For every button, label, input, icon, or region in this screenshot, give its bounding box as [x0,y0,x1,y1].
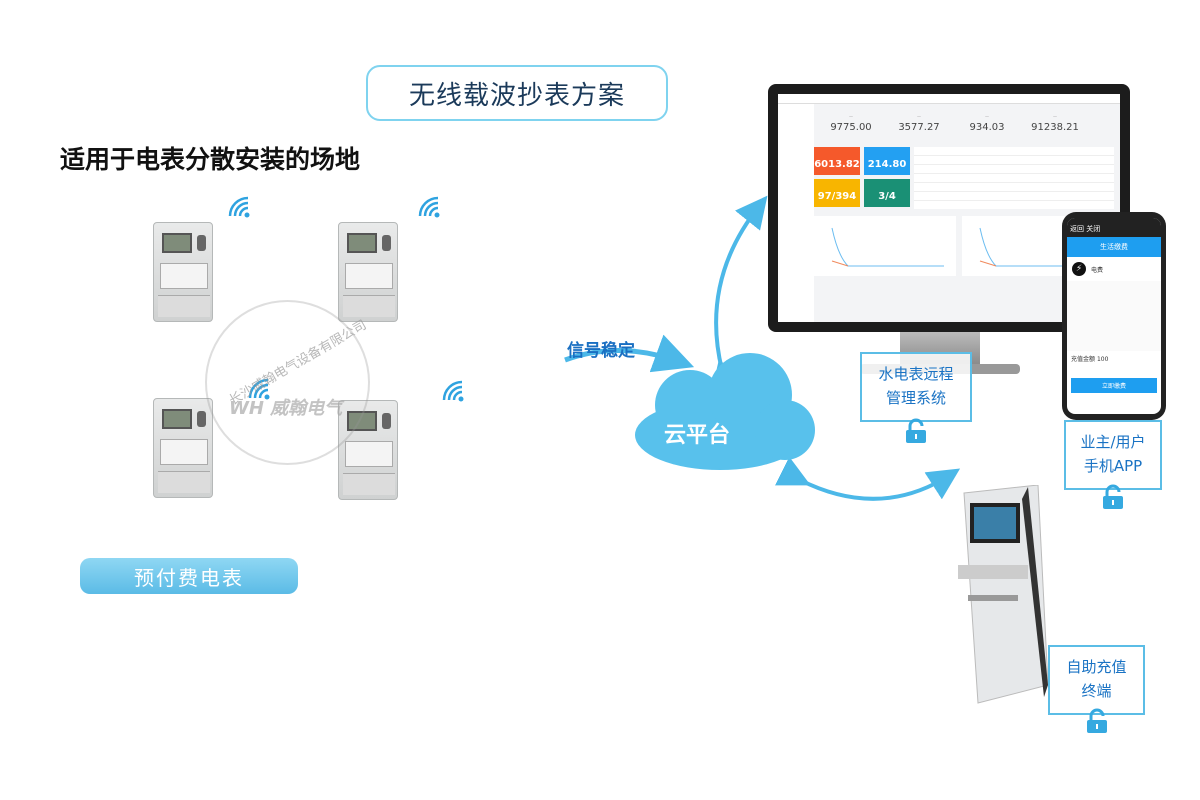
amount-value: 100 [1096,356,1109,363]
management-system-label: 管理系统 [885,389,946,407]
electric-meter [153,398,213,498]
summary-card: 6013.82 [814,147,860,175]
solution-title: 无线载波抄表方案 [366,65,668,121]
lock-icon [906,418,926,443]
signal-stable-label: 信号稳定 [567,341,635,361]
prepaid-meter-label: 预付费电表 [80,558,298,594]
stat-item: —91238.21 [1031,114,1079,133]
stat-item: —934.03 [969,114,1005,133]
lock-icon [1103,484,1123,509]
app-header: 生活缴费 [1067,237,1161,257]
wifi-icon [418,196,440,218]
stat-item: —3577.27 [898,114,940,133]
bill-item: 电费 [1091,266,1104,274]
kiosk-box: 自助充值 终端 [1048,645,1145,715]
lock-icon [1087,708,1107,733]
back-button[interactable]: 返回 [1070,225,1084,233]
management-system-box: 水电表远程 管理系统 [860,352,972,422]
management-system-label: 水电表远程 [878,365,954,383]
mobile-app-label: 业主/用户 [1080,433,1146,451]
cloud-monitor-arrow [711,195,768,394]
self-service-kiosk [948,484,1052,707]
cloud-platform-label: 云平台 [664,423,731,448]
electric-meter [338,222,398,322]
wifi-icon [442,380,464,402]
signal-arrow [564,334,695,373]
mobile-phone: 返回 关闭 生活缴费 ⚡ 电费 充值金额 100 立即缴费 [1062,212,1166,420]
scenario-subtitle: 适用于电表分散安装的场地 [60,145,361,174]
line-chart [814,216,956,276]
electric-meter [153,222,213,322]
kiosk-label: 终端 [1081,682,1112,700]
data-table [914,147,1114,209]
wifi-icon [228,196,250,218]
close-button[interactable]: 关闭 [1086,225,1101,233]
kiosk-label: 自助充值 [1066,658,1127,676]
amount-label: 充值金额 [1071,356,1096,363]
pay-button[interactable]: 立即缴费 [1071,378,1157,393]
lightning-icon: ⚡ [1072,262,1086,276]
summary-card: 97/394 [814,179,860,207]
stat-item: —9775.00 [830,114,872,133]
cloud-icon [635,353,815,470]
mobile-app-box: 业主/用户 手机APP [1064,420,1162,490]
mobile-app-label: 手机APP [1083,457,1143,475]
summary-card: 214.80 [864,147,910,175]
cloud-kiosk-arrow [774,456,961,501]
summary-card: 3/4 [864,179,910,207]
watermark-stamp: 长沙威翰电气设备有限公司 WH 威翰电气 [205,300,370,465]
